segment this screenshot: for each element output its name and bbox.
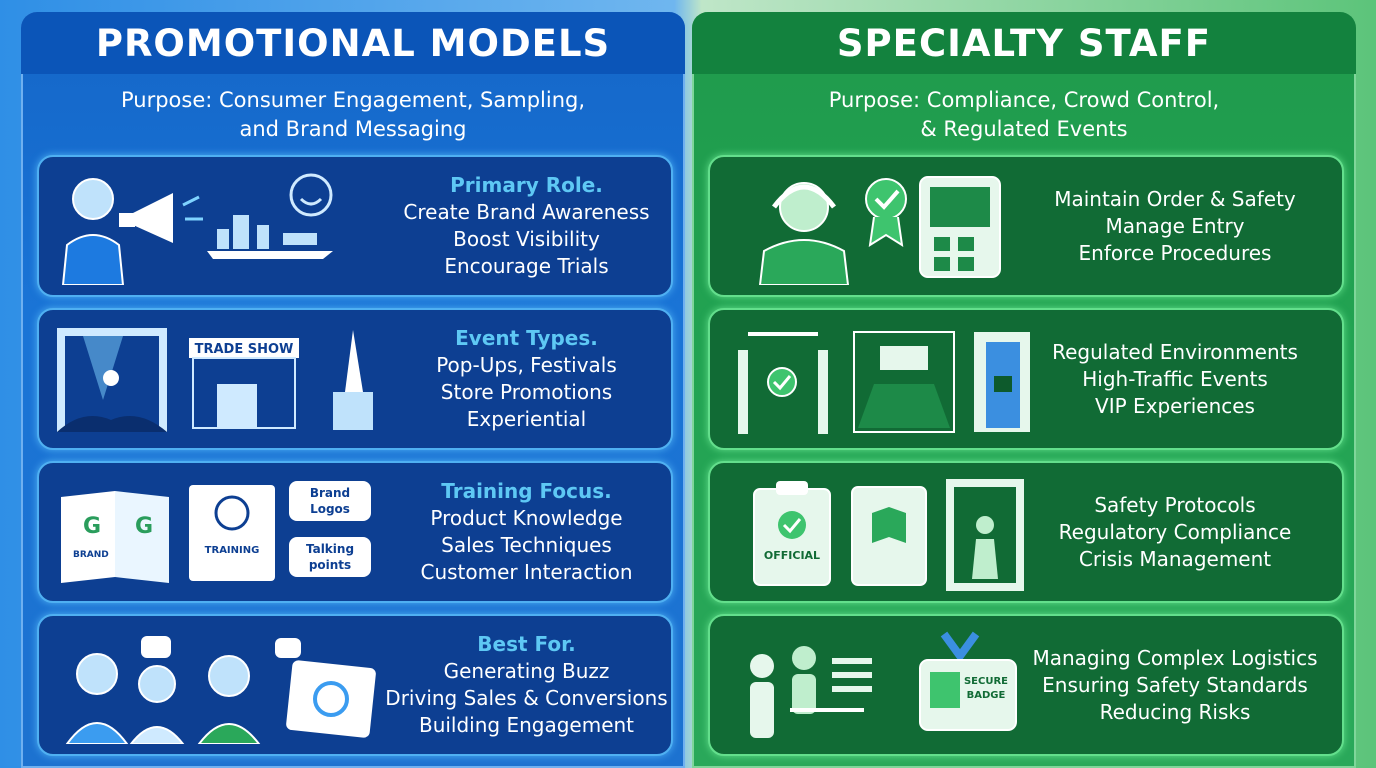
promotional-models-title: PROMOTIONAL MODELS [21, 12, 685, 74]
purpose-line-2: and Brand Messaging [239, 117, 467, 141]
happy-people-photo-icon [65, 636, 376, 744]
card-title: Primary Role. [450, 173, 603, 197]
training-label: TRAINING [205, 545, 260, 556]
talking-bubble-line2: points [309, 558, 351, 572]
specialty-purpose: Purpose: Compliance, Crowd Control, & Re… [692, 74, 1356, 156]
event-types-text: Event Types. Pop-Ups, Festivals Store Pr… [384, 310, 669, 448]
official-label: OFFICIAL [764, 549, 820, 562]
safety-protocols-card: OFFICIAL Safety Protocols Regulatory Com… [708, 461, 1344, 603]
card-line: Ensuring Safety Standards [1042, 672, 1308, 697]
card-line: VIP Experiences [1095, 393, 1255, 418]
maintain-order-card: Maintain Order & Safety Manage Entry Enf… [708, 155, 1344, 297]
gate-theater-door-icon [738, 331, 1030, 434]
card-line: Regulatory Compliance [1058, 519, 1292, 544]
card-line: Encourage Trials [444, 254, 609, 278]
card-line: Experiential [466, 407, 587, 431]
promoter-megaphone-icon [61, 173, 333, 285]
badge-label: BADGE [967, 690, 1006, 701]
card-line: Maintain Order & Safety [1054, 186, 1296, 211]
managing-logistics-card: SECURE BADGE Managing Complex Logistics … [708, 614, 1344, 756]
card-title: Training Focus. [441, 479, 612, 503]
card-line: High-Traffic Events [1082, 366, 1268, 391]
card-line: Driving Sales & Conversions [385, 686, 668, 710]
maintain-order-text: Maintain Order & Safety Manage Entry Enf… [1010, 157, 1340, 295]
specialty-staff-column: SPECIALTY STAFF Purpose: Compliance, Cro… [692, 12, 1356, 768]
event-types-card: TRADE SHOW Event Types. Pop-Ups, Festiva… [37, 308, 673, 450]
secure-label: SECURE [964, 676, 1008, 687]
card-line: Manage Entry [1105, 213, 1245, 238]
trade-show-label: TRADE SHOW [195, 342, 294, 357]
purpose-line-1: Purpose: Consumer Engagement, Sampling, [120, 88, 586, 112]
queue-secure-badge-icon: SECURE BADGE [750, 631, 1017, 738]
card-line: Boost Visibility [453, 227, 600, 251]
clipboard-manual-scanner-icon: OFFICIAL [753, 479, 1024, 591]
card-line: Generating Buzz [443, 659, 610, 683]
card-line: Crisis Management [1078, 546, 1272, 571]
card-line: Managing Complex Logistics [1032, 645, 1318, 670]
primary-role-text: Primary Role. Create Brand Awareness Boo… [384, 157, 669, 295]
card-line: Reducing Risks [1099, 699, 1251, 724]
managing-logistics-text: Managing Complex Logistics Ensuring Safe… [1010, 616, 1340, 754]
card-line: Regulated Environments [1052, 339, 1298, 364]
training-book-icon: G G BRAND TRAINING Brand Logos Talking p… [61, 481, 371, 583]
promotional-models-column: PROMOTIONAL MODELS Purpose: Consumer Eng… [21, 12, 685, 768]
card-line: Safety Protocols [1094, 492, 1256, 517]
purpose-line-2: & Regulated Events [920, 117, 1128, 141]
card-line: Sales Techniques [441, 533, 612, 557]
stage-tradeshow-icon: TRADE SHOW [57, 328, 373, 432]
svg-text:G: G [135, 514, 153, 539]
talking-bubble-line1: Talking [306, 542, 354, 556]
card-line: Enforce Procedures [1078, 240, 1272, 265]
svg-text:G: G [83, 514, 101, 539]
brand-bubble-line1: Brand [310, 486, 350, 500]
regulated-environments-text: Regulated Environments High-Traffic Even… [1010, 310, 1340, 448]
card-line: Product Knowledge [430, 506, 623, 530]
best-for-card: Best For. Generating Buzz Driving Sales … [37, 614, 673, 756]
brand-bubble-line2: Logos [310, 502, 350, 516]
training-focus-card: G G BRAND TRAINING Brand Logos Talking p… [37, 461, 673, 603]
purpose-line-1: Purpose: Compliance, Crowd Control, [828, 88, 1220, 112]
card-line: Create Brand Awareness [403, 200, 650, 224]
card-line: Store Promotions [440, 380, 613, 404]
card-line: Pop-Ups, Festivals [436, 353, 617, 377]
promotional-purpose: Purpose: Consumer Engagement, Sampling, … [21, 74, 685, 156]
card-line: Customer Interaction [420, 560, 633, 584]
primary-role-card: Primary Role. Create Brand Awareness Boo… [37, 155, 673, 297]
card-line: Building Engagement [418, 713, 635, 737]
safety-protocols-text: Safety Protocols Regulatory Compliance C… [1010, 463, 1340, 601]
specialty-staff-title: SPECIALTY STAFF [692, 12, 1356, 74]
training-focus-text: Training Focus. Product Knowledge Sales … [384, 463, 669, 601]
regulated-environments-card: Regulated Environments High-Traffic Even… [708, 308, 1344, 450]
card-title: Event Types. [455, 326, 598, 350]
brand-label: BRAND [73, 550, 109, 560]
card-title: Best For. [477, 632, 576, 656]
best-for-text: Best For. Generating Buzz Driving Sales … [384, 616, 669, 754]
security-headset-panel-icon [758, 176, 1001, 285]
